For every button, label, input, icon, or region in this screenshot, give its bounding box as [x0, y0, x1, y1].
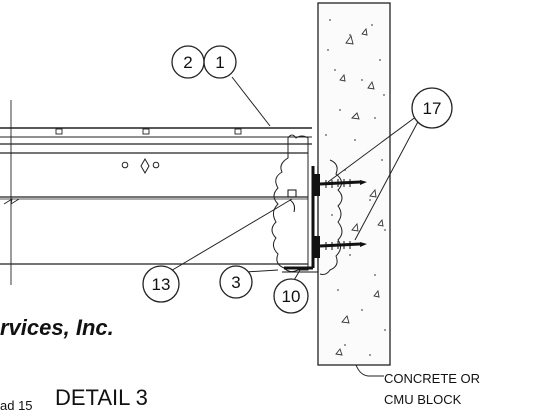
wall-anchors: [314, 174, 367, 258]
svg-text:17: 17: [423, 99, 442, 118]
footer-fragment: ad 15: [0, 398, 33, 413]
svg-text:13: 13: [152, 275, 171, 294]
svg-text:10: 10: [282, 287, 301, 306]
callout-10: 10: [273, 278, 309, 314]
leader-lines: [168, 76, 422, 377]
angle-clip: [282, 166, 319, 273]
detail-title: DETAIL 3: [55, 385, 148, 410]
company-name: rvices, Inc.: [0, 315, 114, 340]
wall-note-line2: CMU BLOCK: [384, 392, 462, 407]
callout-3: 3: [219, 265, 253, 299]
callout-13: 13: [142, 265, 180, 303]
callout-17: 17: [411, 87, 453, 129]
callout-2: 2: [171, 45, 205, 79]
wall-note-line1: CONCRETE OR: [384, 371, 480, 386]
svg-text:2: 2: [183, 53, 192, 72]
callout-1: 1: [203, 45, 237, 79]
sealant-cloud: [271, 134, 343, 275]
svg-text:1: 1: [215, 53, 224, 72]
joist-beam: [0, 100, 308, 285]
svg-text:3: 3: [231, 273, 240, 292]
floor-deck: [0, 127, 312, 145]
